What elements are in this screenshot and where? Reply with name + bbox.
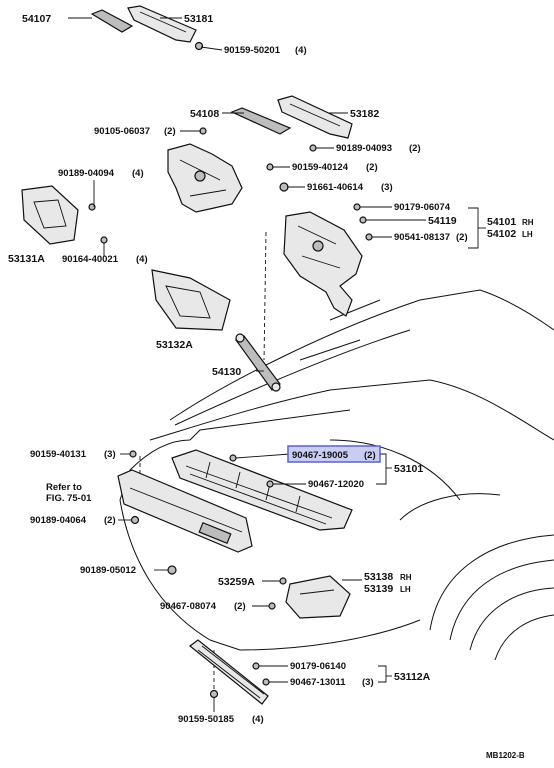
part-53131A-shape [21,185,79,245]
qty-90159-40124: (2) [366,162,378,173]
clip-90189-05012 [167,565,177,575]
qty-90189-04064: (2) [104,515,116,526]
label-90467-13011[interactable]: 90467-13011 [290,677,346,688]
clip-90467-12020 [266,480,274,488]
label-90467-12020[interactable]: 90467-12020 [308,479,364,490]
qty-90189-04093: (2) [409,143,421,154]
label-90467-08074[interactable]: 90467-08074 [160,601,217,612]
label-54107[interactable]: 54107 [22,13,51,25]
qty-90164-40021: (4) [136,254,148,265]
label-90159-50201[interactable]: 90159-50201 [224,45,281,56]
car-body-outline [119,289,554,661]
qty-90105-06037: (2) [164,126,176,137]
qty-90159-40131: (3) [104,449,116,460]
bolt-91661-40614 [279,182,289,192]
refer-line-2[interactable]: FIG. 75-01 [46,493,92,504]
label-53132A[interactable]: 53132A [156,339,193,351]
hood-hinge-upper [167,143,243,213]
qty-91661-40614: (3) [381,182,393,193]
label-53112A[interactable]: 53112A [394,671,431,683]
highlight-box [287,445,381,463]
tag-53139: LH [400,585,411,594]
bolt-90159-50185 [209,689,219,699]
label-54102[interactable]: 54102 [487,228,516,240]
label-90189-04093[interactable]: 90189-04093 [336,143,392,154]
figure-code: MB1202-B [486,751,525,760]
guide-line [263,231,267,361]
clip-90467-19005 [229,454,237,462]
label-90467-19005[interactable]: 90467-19005 [292,450,349,461]
nut-54119 [359,216,367,224]
bolt-90541-08137 [365,233,373,241]
clip-53259A [279,577,287,585]
tag-54101: RH [522,218,534,227]
part-54101-shape [283,211,363,317]
label-90159-50185[interactable]: 90159-50185 [178,714,235,725]
qty-90467-13011: (3) [362,677,374,688]
qty-90159-50201: (4) [295,45,307,56]
part-54130-shape [235,333,281,392]
leader-lines [68,17,486,712]
clip-90189-04064 [130,515,140,525]
bumper-bar-shape [117,469,253,553]
label-91661-40614[interactable]: 91661-40614 [307,182,364,193]
qty-90541-08137: (2) [456,232,468,243]
clip-90179-06140 [252,662,260,670]
label-54119[interactable]: 54119 [428,215,457,227]
label-53182[interactable]: 53182 [350,108,379,120]
part-53138-shape [285,575,351,619]
qty-90159-50185: (4) [252,714,264,725]
label-90541-08137[interactable]: 90541-08137 [394,232,450,243]
label-90189-05012[interactable]: 90189-05012 [80,565,136,576]
clip-90467-13011 [262,678,270,686]
label-90164-40021[interactable]: 90164-40021 [62,254,119,265]
clip-90467-08074 [268,602,276,610]
label-53139[interactable]: 53139 [364,583,393,595]
part-53181-shape [127,5,197,43]
label-53131A[interactable]: 53131A [8,253,45,265]
label-53181[interactable]: 53181 [184,13,213,25]
label-90179-06074[interactable]: 90179-06074 [394,202,451,213]
tag-54102: LH [522,230,533,239]
label-53259A[interactable]: 53259A [218,576,255,588]
label-90105-06037[interactable]: 90105-06037 [94,126,150,137]
qty-90467-19005: (2) [364,450,376,461]
label-54130[interactable]: 54130 [212,366,241,378]
part-53112A-shape [189,639,269,705]
label-90179-06140[interactable]: 90179-06140 [290,661,346,672]
bolt-90179-06074 [353,203,361,211]
bolt-90159-40131 [129,450,137,458]
part-53182-shape [277,95,353,139]
bolt-90164-40021 [100,236,108,244]
label-53138[interactable]: 53138 [364,571,393,583]
part-54108-shape [230,107,292,135]
label-54108[interactable]: 54108 [190,108,219,120]
label-90189-04094[interactable]: 90189-04094 [58,168,115,179]
refer-line-1: Refer to [46,482,82,493]
part-53101-grille-shape [171,449,353,531]
part-54107-shape [90,9,134,33]
label-90189-04064[interactable]: 90189-04064 [30,515,87,526]
qty-90189-04094: (4) [132,168,144,179]
bolt-90189-04094 [88,203,96,211]
bolt-90189-04093 [309,144,317,152]
label-90159-40124[interactable]: 90159-40124 [292,162,349,173]
label-53101[interactable]: 53101 [394,463,423,475]
bolt-90159-50201 [194,41,204,51]
label-54101[interactable]: 54101 [487,216,516,228]
qty-90467-08074: (2) [234,601,246,612]
label-90159-40131[interactable]: 90159-40131 [30,449,87,460]
part-53132A-shape [151,269,231,331]
tag-53138: RH [400,573,412,582]
